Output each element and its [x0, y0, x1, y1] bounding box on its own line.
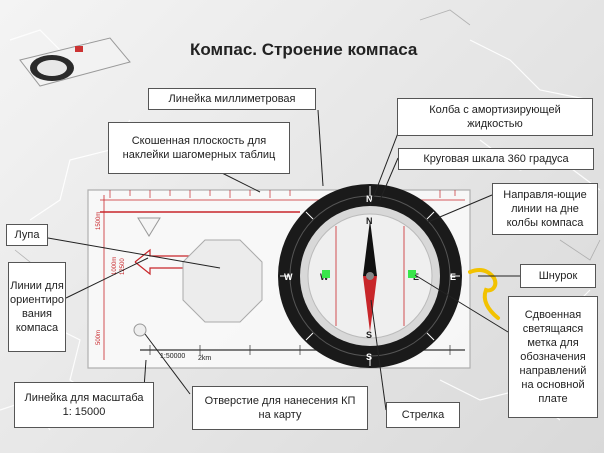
label-cord: Шнурок — [520, 264, 596, 288]
compass-bezel: N S W E N S W E — [278, 184, 462, 368]
side-scale-top-text: 1500m — [96, 212, 102, 230]
leader-lines — [47, 109, 520, 411]
label-guide-lines: Направля-ющие линии на дне колбы компаса — [492, 183, 598, 235]
cord-graphic — [468, 268, 500, 320]
scale-ratio-text: 1:50000 — [160, 353, 185, 360]
label-needle: Стрелка — [386, 402, 460, 428]
svg-text:S: S — [366, 330, 372, 340]
side-scale-mid2-text: 12500 — [120, 258, 126, 275]
label-scale360: Круговая шкала 360 градуса — [398, 148, 594, 170]
scale-km-text: 2km — [198, 355, 211, 362]
thumbnail-compass — [19, 37, 131, 87]
side-scale-bottom-text: 500m — [96, 330, 102, 345]
svg-text:N: N — [366, 216, 373, 226]
label-flask: Колба с амортизирующей жидкостью — [397, 98, 593, 136]
page-title: Компас. Строение компаса — [190, 40, 418, 59]
svg-text:S: S — [366, 352, 372, 362]
svg-text:W: W — [284, 272, 293, 282]
label-ruler-mm: Линейка миллиметровая — [148, 88, 316, 110]
label-double-mark: Сдвоенная светящаяся метка для обозначен… — [508, 296, 598, 418]
svg-text:N: N — [366, 194, 373, 204]
label-hole: Отверстие для нанесения КП на карту — [192, 386, 368, 430]
svg-text:E: E — [450, 272, 456, 282]
label-bevel: Скошенная плоскость для наклейки шагомер… — [108, 122, 290, 174]
label-magnifier: Лупа — [6, 224, 48, 246]
side-scale-mid1-text: 1000m — [112, 257, 118, 275]
svg-text:E: E — [413, 272, 419, 282]
label-scale-ruler: Линейка для масштаба 1: 15000 — [14, 382, 154, 428]
label-orient-lines: Линии для ориентиро вания компаса — [8, 262, 66, 352]
